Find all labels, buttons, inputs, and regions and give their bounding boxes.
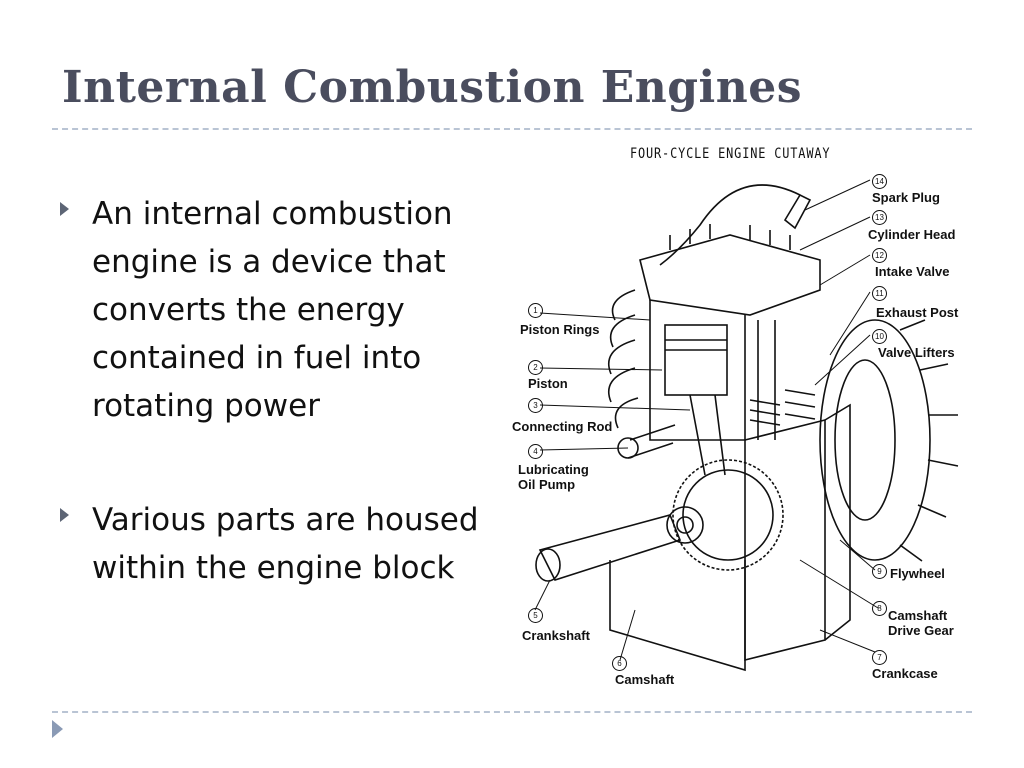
- part-label: Piston Rings: [520, 322, 600, 337]
- part-number: 6: [612, 656, 627, 671]
- part-label: Intake Valve: [875, 264, 950, 279]
- part-number: 5: [528, 608, 543, 623]
- part-label: Piston: [528, 376, 568, 391]
- part-label: Camshaft: [615, 672, 675, 687]
- title-divider: [52, 128, 972, 130]
- engine-cutaway-figure: FOUR-CYCLE ENGINE CUTAWAY 14 Spark Plug …: [500, 140, 990, 690]
- bullet-text: Various parts are housed within the engi…: [92, 502, 479, 586]
- part-number: 10: [872, 329, 887, 344]
- part-label: Lubricating Oil Pump: [518, 462, 589, 492]
- part-label: Cylinder Head: [868, 227, 956, 242]
- footer-divider: [52, 711, 972, 713]
- part-label: Valve Lifters: [878, 345, 955, 360]
- part-number: 9: [872, 564, 887, 579]
- part-label: Crankcase: [872, 666, 938, 681]
- triangle-bullet-icon: [60, 508, 69, 522]
- part-number: 12: [872, 248, 887, 263]
- part-label: Connecting Rod: [512, 419, 613, 434]
- part-label: Flywheel: [890, 566, 945, 581]
- part-label: Crankshaft: [522, 628, 590, 643]
- next-slide-arrow-icon[interactable]: [52, 720, 63, 738]
- part-number: 14: [872, 174, 887, 189]
- part-number: 1: [528, 303, 543, 318]
- triangle-bullet-icon: [60, 202, 69, 216]
- part-number: 3: [528, 398, 543, 413]
- part-number: 7: [872, 650, 887, 665]
- part-number: 11: [872, 286, 887, 301]
- part-number: 8: [872, 601, 887, 616]
- part-label: Camshaft Drive Gear: [888, 608, 954, 638]
- part-number: 2: [528, 360, 543, 375]
- part-number: 13: [872, 210, 887, 225]
- figure-title: FOUR-CYCLE ENGINE CUTAWAY: [630, 146, 831, 162]
- engine-drawing: [534, 179, 959, 672]
- bullet-text: An internal combustion engine is a devic…: [92, 196, 453, 424]
- part-label: Exhaust Post: [876, 305, 959, 320]
- part-label: Spark Plug: [872, 190, 940, 205]
- part-number: 4: [528, 444, 543, 459]
- slide-title: Internal Combustion Engines: [62, 62, 803, 113]
